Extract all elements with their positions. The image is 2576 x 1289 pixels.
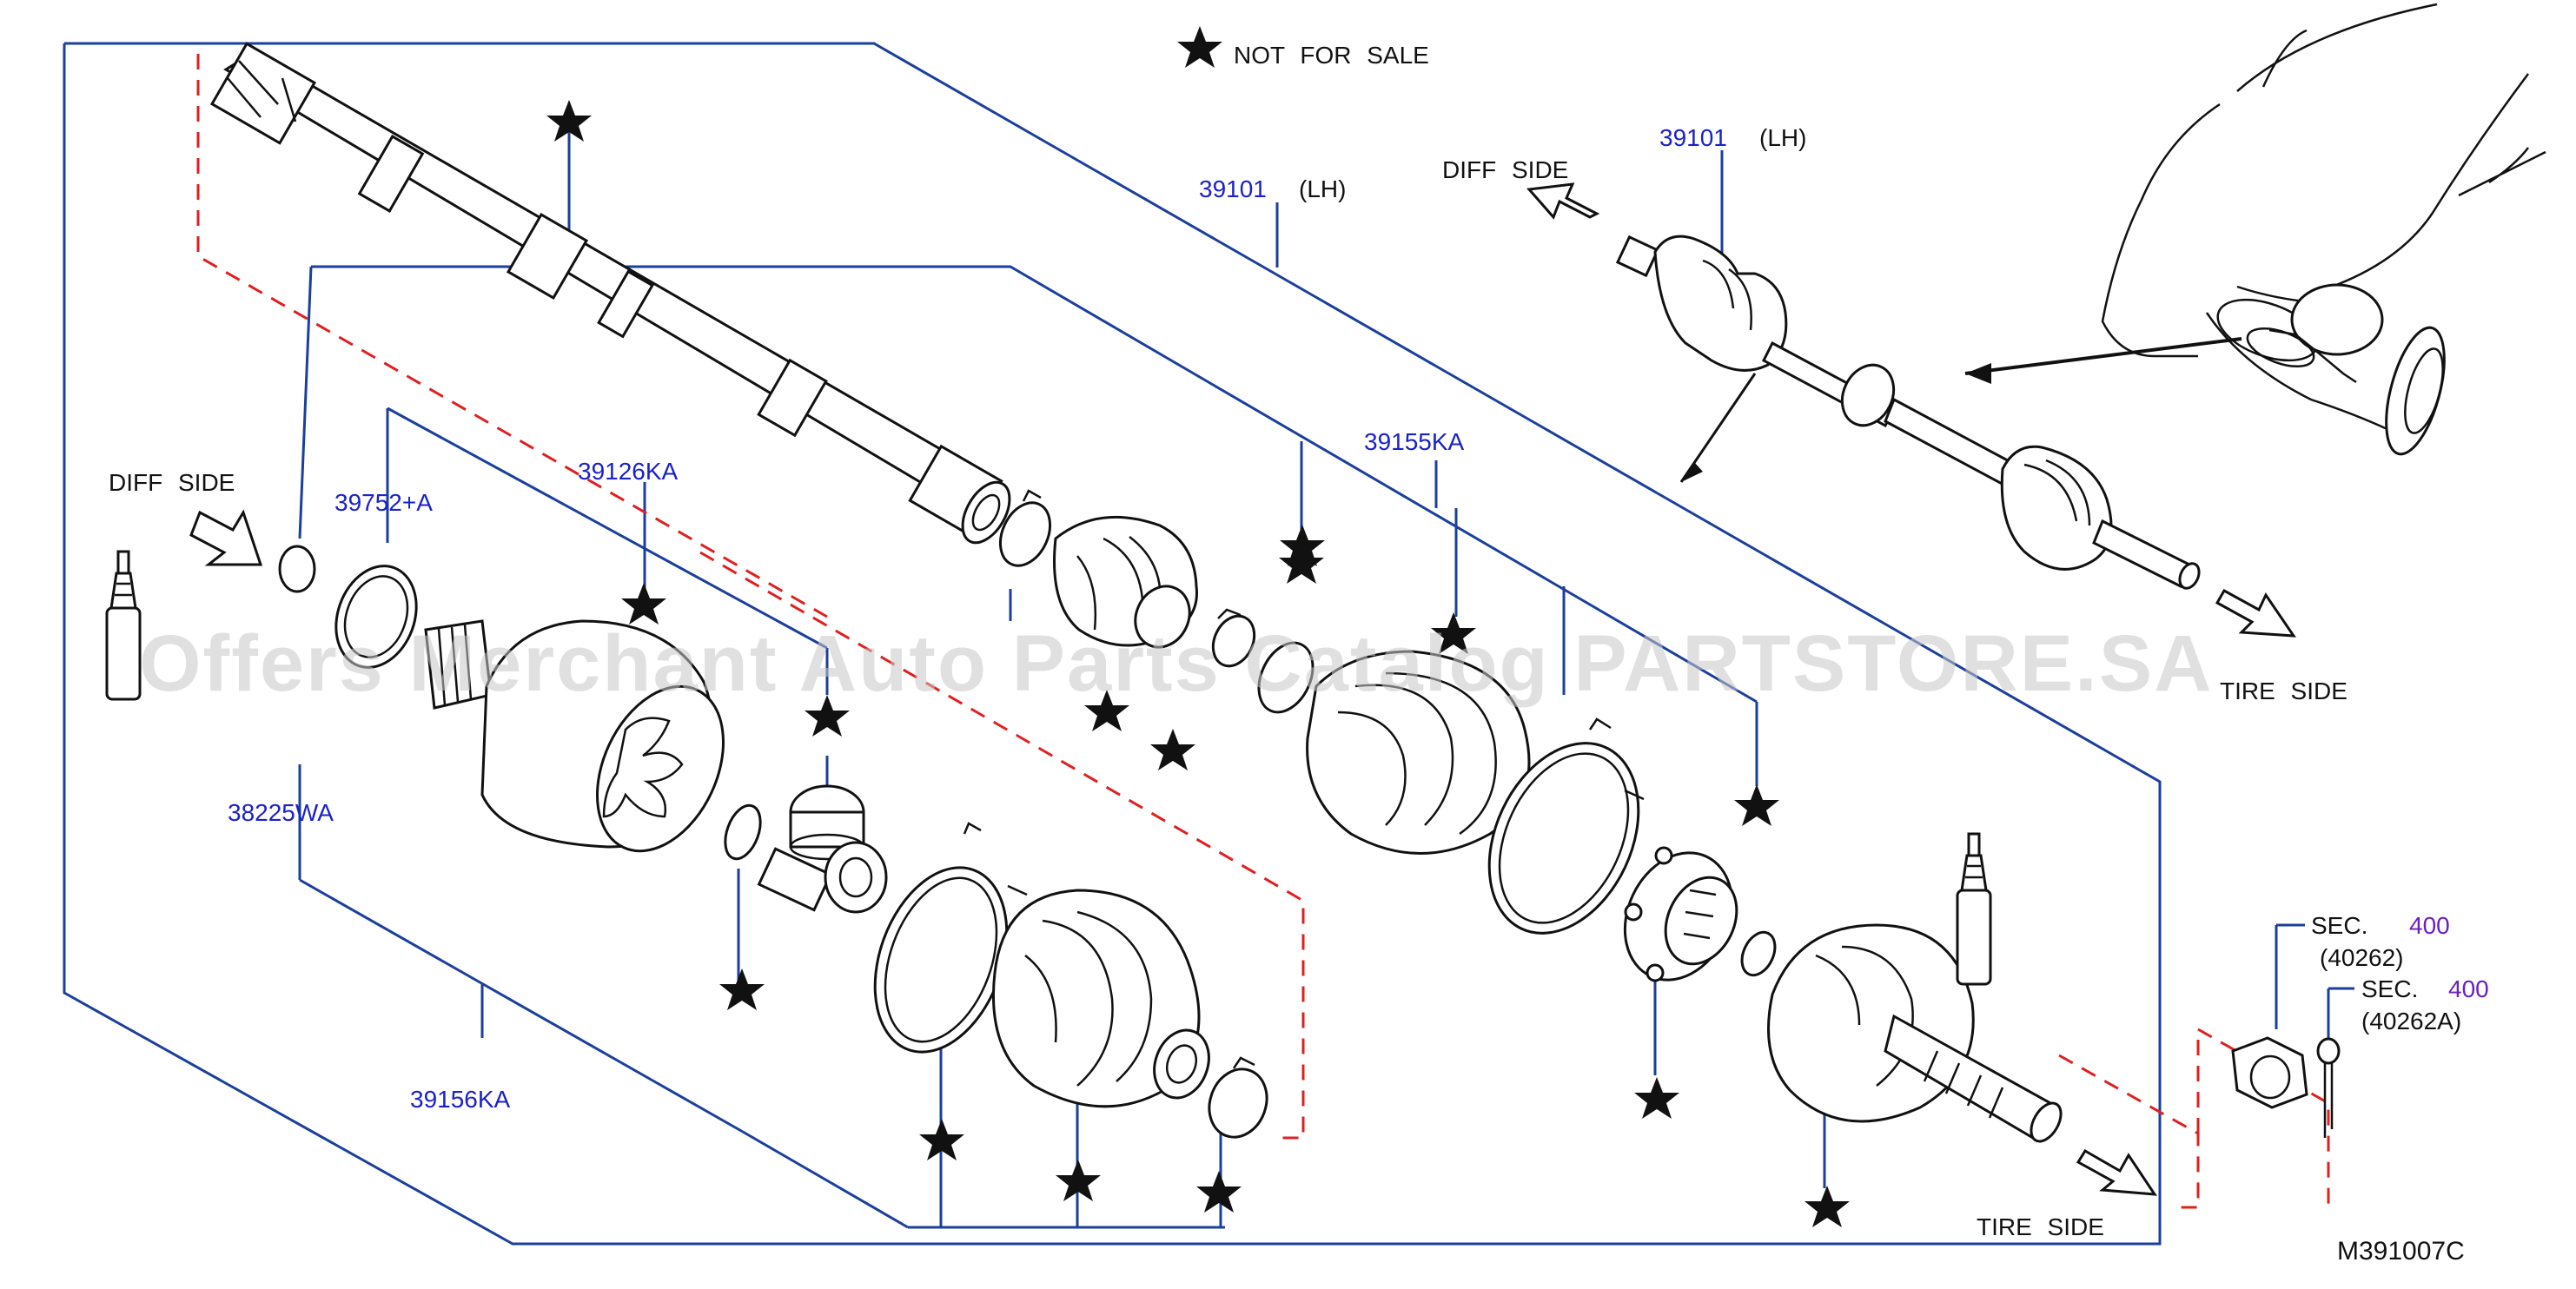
- label-sec-nut-prefix: SEC.: [2311, 912, 2367, 939]
- outer-joint: [1767, 923, 2063, 1143]
- boot-inner: [991, 889, 1210, 1108]
- label-39155KA: 39155KA: [1364, 428, 1465, 455]
- lead-39156KA-h: [299, 878, 744, 1134]
- label-sec-nut-sub: (40262): [2320, 944, 2404, 971]
- circlip-left: [278, 545, 316, 593]
- arrow-icon-tire-bottom: [2076, 1148, 2157, 1196]
- grease-tube-icon: [105, 550, 142, 701]
- boot-upper: [1053, 515, 1198, 649]
- label-sec-nut-number: 400: [2409, 912, 2450, 939]
- label-39101-inset: 39101: [1659, 124, 1727, 151]
- guide-outer-joint: [2058, 1054, 2200, 1209]
- label-39156KA: 39156KA: [410, 1086, 511, 1113]
- clamp-upper: [998, 489, 1052, 567]
- snap-ring-inner: [724, 803, 762, 861]
- label-diff-side-top: DIFF SIDE: [1442, 156, 1568, 183]
- drive-shaft: [209, 42, 1011, 545]
- tripod-joint: [757, 784, 888, 914]
- vehicle-inset: [1964, 3, 2546, 456]
- ball-cage: [1623, 846, 1738, 982]
- label-39101-main: 39101: [1199, 175, 1267, 202]
- band-inner: [873, 822, 1028, 1054]
- guide-inner-joint: [699, 551, 1305, 1140]
- label-39752A: 39752+A: [334, 489, 433, 516]
- clamp-mid: [1257, 641, 1314, 714]
- legend-text: NOT FOR SALE: [1234, 42, 1429, 69]
- label-diff-side-left: DIFF SIDE: [109, 469, 235, 496]
- inner-joint-housing: [424, 619, 725, 853]
- label-38225WA: 38225WA: [228, 799, 334, 826]
- guide-shaft-left: [196, 54, 828, 618]
- lead-38225: [298, 266, 313, 539]
- outline-box-39126KA: [387, 407, 828, 650]
- inset-assembled-shaft: [1615, 235, 2201, 590]
- clip-small-upper: [1211, 608, 1256, 668]
- label-sec-pin-number: 400: [2448, 975, 2489, 1002]
- outline-box-39101: [63, 42, 2162, 1246]
- lead-bottom-rail: [742, 1130, 909, 1229]
- label-39101-main-lh: (LH): [1299, 175, 1346, 202]
- label-sec-pin-sub: (40262A): [2361, 1008, 2461, 1035]
- label-39126KA: 39126KA: [578, 458, 679, 485]
- label-tire-side-bottom: TIRE SIDE: [1977, 1213, 2104, 1240]
- ring-39752: [334, 565, 418, 669]
- label-39101-inset-lh: (LH): [1759, 124, 1806, 151]
- sec-nut: [2231, 1036, 2308, 1109]
- label-drawing-ref: M391007C: [2337, 1237, 2465, 1266]
- snap-ring-outer: [1740, 930, 1777, 977]
- watermark: Offers Merchant Auto Parts Catalog PARTS…: [139, 619, 2214, 708]
- band-outer: [1487, 717, 1645, 935]
- cotter-pin: [2316, 1037, 2341, 1138]
- label-sec-pin-prefix: SEC.: [2361, 975, 2418, 1002]
- label-tire-side-right: TIRE SIDE: [2220, 678, 2348, 704]
- clamp-inner: [1208, 1056, 1268, 1139]
- arrow-icon-tire-right: [2215, 588, 2296, 638]
- guide-sec: [2196, 1027, 2330, 1207]
- arrow-icon-diff-top: [1526, 182, 1600, 220]
- star-icon: [1177, 26, 1222, 68]
- grease-tube-icon-right: [1956, 832, 1992, 986]
- arrow-icon-diff-left: [189, 509, 263, 566]
